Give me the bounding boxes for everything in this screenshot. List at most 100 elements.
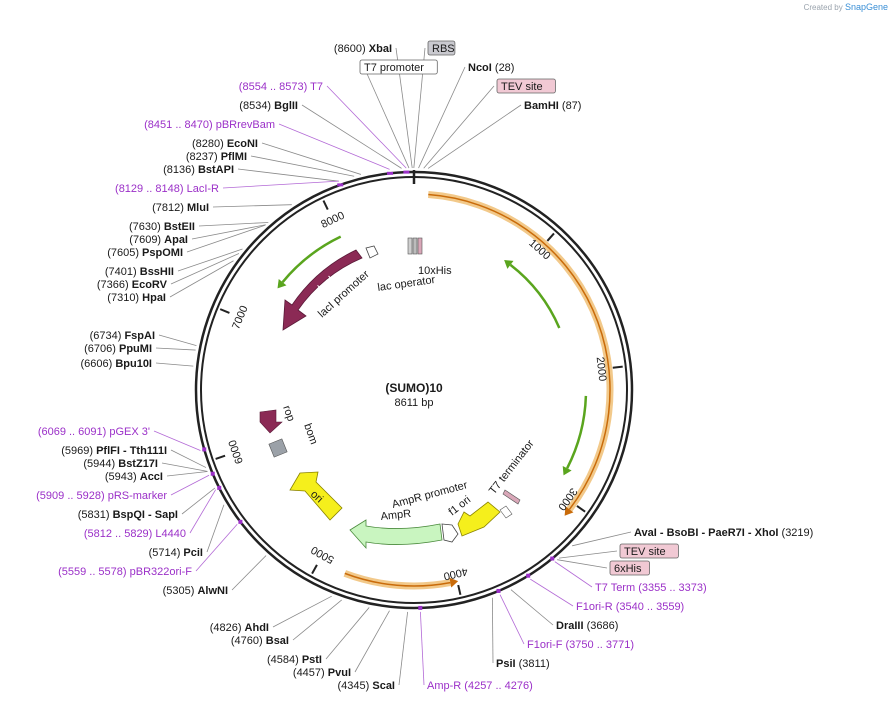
outside-labels: (8600) XbaI T7 promoter (8554 .. 8573) T7 (…: [36, 40, 813, 692]
site-label-f1ori-f[interactable]: F1ori-F (3750 .. 3771): [527, 639, 634, 651]
site-label-scai[interactable]: (4345) ScaI: [338, 680, 396, 692]
site-label-psii[interactable]: PsiI (3811): [496, 658, 550, 670]
svg-text:(4760) BsaI: (4760) BsaI: [231, 635, 289, 647]
svg-text:DraIII (3686): DraIII (3686): [556, 620, 618, 632]
svg-text:TEV site: TEV site: [624, 546, 666, 558]
site-label-amp-r[interactable]: Amp-R (4257 .. 4276): [427, 680, 533, 692]
ring-tick-label-6000: 6000: [227, 438, 246, 465]
site-label-pvui[interactable]: (4457) PvuI: [293, 667, 351, 679]
leader: [278, 123, 390, 170]
site-label-laci-r[interactable]: (8129 .. 8148) LacI-R: [115, 183, 219, 195]
site-label-xbai[interactable]: (8600) XbaI: [334, 43, 392, 55]
site-label-draiii[interactable]: DraIII (3686): [556, 620, 618, 632]
site-label-ncoi[interactable]: NcoI (28): [468, 62, 514, 74]
svg-text:6xHis: 6xHis: [614, 563, 642, 575]
site-label-pflfi[interactable]: (5969) PflFI - Tth111I: [61, 445, 167, 457]
leader: [558, 550, 618, 559]
svg-text:(7401) BssHII: (7401) BssHII: [105, 266, 174, 278]
svg-text:(4826) AhdI: (4826) AhdI: [210, 622, 269, 634]
site-label-alwni[interactable]: (5305) AlwNI: [163, 585, 228, 597]
svg-text:F1ori-R (3540 .. 3559): F1ori-R (3540 .. 3559): [576, 601, 684, 613]
leader: [170, 449, 207, 468]
site-label-fspai[interactable]: (6734) FspAI: [90, 330, 155, 342]
leader: [272, 595, 332, 628]
site-label-apai[interactable]: (7609) ApaI: [129, 234, 188, 246]
site-label-tev-site[interactable]: TEV site: [496, 78, 556, 94]
ring-tick-5000: [311, 564, 318, 575]
bom-label: bom: [301, 422, 320, 446]
site-label-pbr322ori-f[interactable]: (5559 .. 5578) pBR322ori-F: [58, 566, 192, 578]
site-label-rbs[interactable]: RBS: [427, 40, 456, 56]
orf-arc-line-1: [344, 572, 451, 587]
orf-arrowhead-0: [564, 506, 574, 516]
site-label-pbrrevbam[interactable]: (8451 .. 8470) pBRrevBam: [144, 119, 275, 131]
svg-text:(8280) EcoNI: (8280) EcoNI: [192, 138, 258, 150]
green-arrowhead-0: [504, 259, 514, 269]
site-label-tev-site[interactable]: TEV site: [619, 543, 679, 559]
svg-text:(8451 .. 8470) pBRrevBam: (8451 .. 8470) pBRrevBam: [144, 119, 275, 131]
rop-feature: [259, 409, 283, 434]
green-arc-2: [281, 235, 342, 283]
site-label-pflmi[interactable]: (8237) PflMI: [186, 151, 247, 163]
site-label-bspqi[interactable]: (5831) BspQI - SapI: [78, 509, 178, 521]
site-label-bstapi[interactable]: (8136) BstAPI: [163, 164, 234, 176]
leader: [206, 504, 225, 553]
leader: [198, 222, 269, 227]
primer-mark: [418, 605, 423, 610]
svg-text:T7 promoter: T7 promoter: [364, 62, 424, 74]
rop-label: rop: [280, 404, 297, 423]
site-label-econi[interactable]: (8280) EcoNI: [192, 138, 258, 150]
site-label-f1ori-r[interactable]: F1ori-R (3540 .. 3559): [576, 601, 684, 613]
plasmid-size: 8611 bp: [395, 397, 434, 409]
site-label-pgex-3-[interactable]: (6069 .. 6091) pGEX 3': [38, 426, 150, 438]
site-label-bsteii[interactable]: (7630) BstEII: [129, 221, 195, 233]
svg-text:(6706) PpuMI: (6706) PpuMI: [84, 343, 152, 355]
ring-tick-label-8000: 8000: [319, 210, 346, 231]
ring-tick-label-4000: 4000: [442, 565, 469, 582]
leader: [418, 66, 466, 169]
leader: [231, 555, 267, 591]
ampR-feature[interactable]: AmpR: [349, 508, 443, 550]
ring-tick-2000: [612, 365, 623, 369]
leader: [398, 611, 408, 686]
site-label-pcii[interactable]: (5714) PciI: [149, 547, 203, 559]
site-label-ecorv[interactable]: (7366) EcoRV: [97, 279, 168, 291]
primer-mark: [526, 573, 531, 578]
site-label-6xhis[interactable]: 6xHis: [609, 560, 650, 576]
ring-tick-label-7000: 7000: [230, 304, 251, 331]
site-label-prs-marker[interactable]: (5909 .. 5928) pRS-marker: [36, 490, 167, 502]
site-label-pspomi[interactable]: (7605) PspOMI: [107, 247, 183, 259]
plasmid-name: (SUMO)10: [385, 381, 443, 395]
site-label-bpu10i[interactable]: (6606) Bpu10I: [80, 358, 152, 370]
site-label-ppumi[interactable]: (6706) PpuMI: [84, 343, 152, 355]
site-label-t7[interactable]: (8554 .. 8573) T7: [239, 81, 323, 93]
svg-text:(5714) PciI: (5714) PciI: [149, 547, 203, 559]
svg-text:(4584) PstI: (4584) PstI: [267, 654, 322, 666]
site-label-psti[interactable]: (4584) PstI: [267, 654, 322, 666]
site-label-bglii[interactable]: (8534) BglII: [239, 100, 298, 112]
site-label-bamhi[interactable]: BamHI (87): [524, 100, 581, 112]
site-label-t7-term[interactable]: T7 Term (3355 .. 3373): [595, 582, 707, 594]
svg-text:Amp-R (4257 .. 4276): Amp-R (4257 .. 4276): [427, 680, 533, 692]
site-label-hpai[interactable]: (7310) HpaI: [107, 292, 166, 304]
svg-text:(7609) ApaI: (7609) ApaI: [129, 234, 188, 246]
svg-text:(4345) ScaI: (4345) ScaI: [338, 680, 396, 692]
svg-text:(6734) FspAI: (6734) FspAI: [90, 330, 155, 342]
site-label-avai[interactable]: AvaI - BsoBI - PaeR7I - XhoI (3219): [634, 527, 813, 539]
site-label-l4440[interactable]: (5812 .. 5829) L4440: [84, 528, 186, 540]
site-label-mlui[interactable]: (7812) MluI: [152, 202, 209, 214]
leader: [189, 489, 216, 534]
site-label-bstz17i[interactable]: (5944) BstZ17I: [83, 458, 158, 470]
site-label-acci[interactable]: (5943) AccI: [105, 471, 163, 483]
green-arcs: [277, 235, 588, 476]
site-label-bsai[interactable]: (4760) BsaI: [231, 635, 289, 647]
svg-text:(7812) MluI: (7812) MluI: [152, 202, 209, 214]
f1-ori-feature[interactable]: [457, 501, 501, 537]
site-label-ahdi[interactable]: (4826) AhdI: [210, 622, 269, 634]
leader: [169, 260, 234, 298]
svg-text:NcoI (28): NcoI (28): [468, 62, 514, 74]
site-label-bsshii[interactable]: (7401) BssHII: [105, 266, 174, 278]
site-label-t7-promoter[interactable]: T7 promoter: [359, 59, 438, 75]
ori-feature[interactable]: ori: [289, 471, 343, 521]
